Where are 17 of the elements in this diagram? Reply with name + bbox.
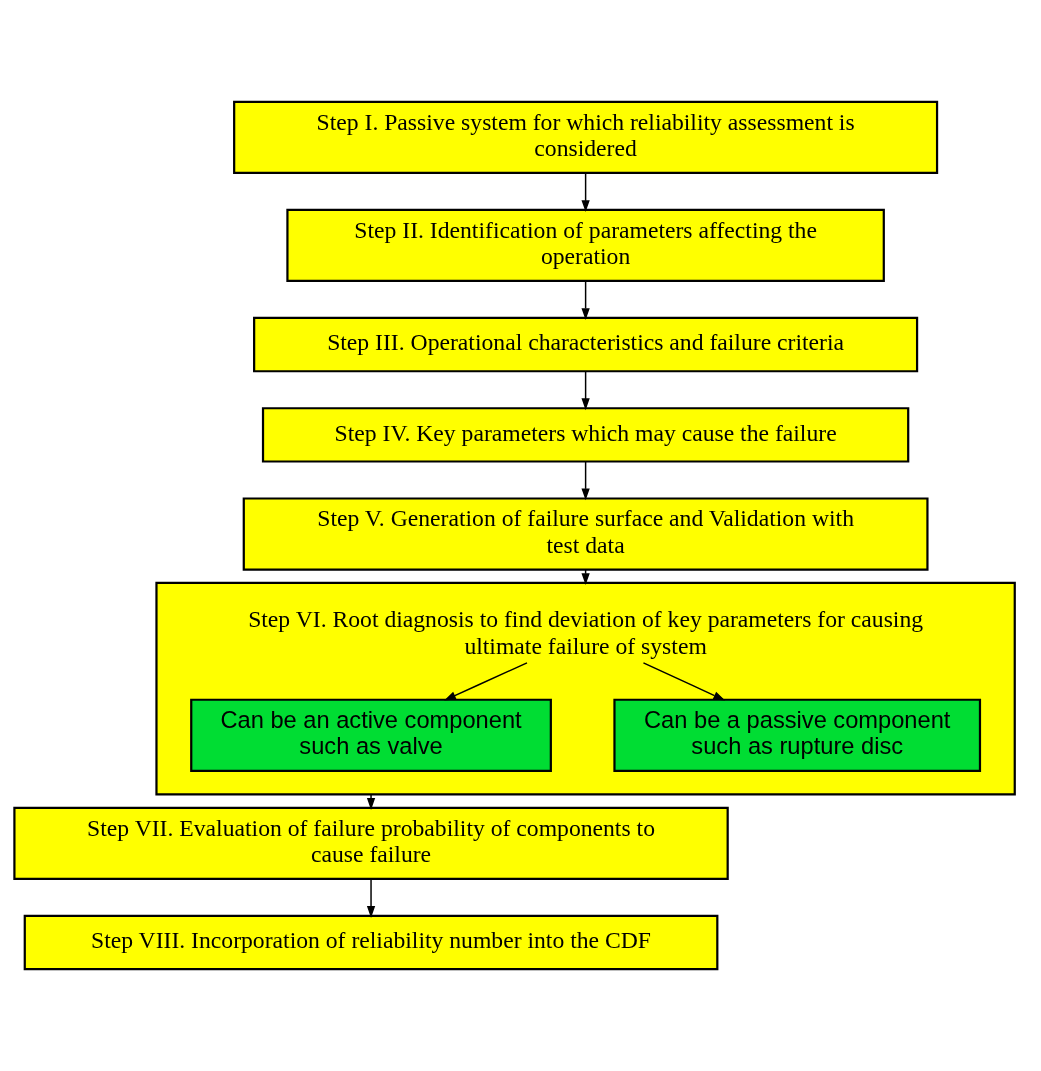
node-box: Step IV. Key parameters which may cause the failure [261,407,910,463]
arrow [444,662,528,701]
arrow [366,793,376,810]
arrow [581,172,590,213]
node-box: Step VII. Evaluation of failure probability of components to cause failure [13,806,729,880]
arrow [642,662,726,701]
node-box: Can be an active component such as valve [190,698,552,772]
node-box: Can be a passive component such as rupture disc [613,698,982,772]
node-box: Step III. Operational characteristics and failure criteria [253,316,919,373]
node-box: Step V. Generation of failure surface and Validation with test data [242,497,929,571]
node-box: Step II. Identification of parameters affecting the operation [286,208,885,283]
arrow [581,460,590,501]
node-box: Step I. Passive system for which reliability assessment is considered [233,100,939,175]
node-box: Step VIII. Incorporation of reliability number into the CDF [23,914,719,971]
arrow [581,280,590,321]
arrow [581,370,590,411]
arrow [366,878,376,918]
